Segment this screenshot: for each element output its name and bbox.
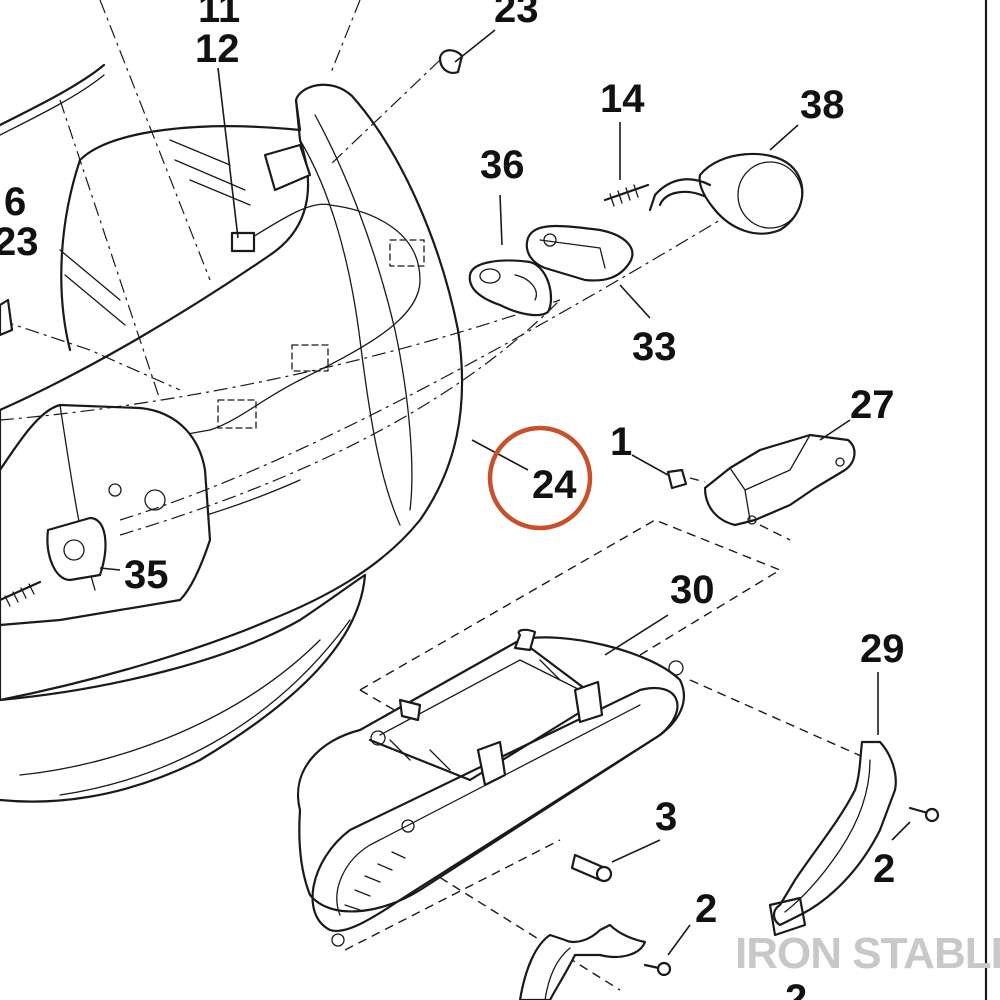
fairing-slot: [217, 399, 257, 429]
assembly-line: [99, 0, 211, 281]
leader-23: [454, 29, 496, 63]
callout-2-right: 2: [873, 847, 895, 891]
callout-27: 27: [850, 383, 895, 427]
screw-1: [666, 468, 706, 490]
leader-35: [99, 567, 121, 571]
trim-bottom: [518, 923, 672, 1000]
assembly-line: [119, 219, 721, 521]
leader-2a: [667, 924, 691, 956]
headlamp-30: [297, 628, 685, 947]
leader-33: [619, 284, 651, 319]
callout-3: 3: [655, 795, 677, 839]
trim-29: [768, 740, 940, 937]
assembly-line: [0, 299, 561, 421]
pin-23: [438, 49, 464, 74]
callout-24: 24: [532, 463, 577, 507]
screw-3: [570, 853, 613, 883]
assembly-line: [759, 524, 791, 541]
callout-12: 12: [195, 27, 240, 71]
callout-6: 6: [4, 180, 26, 224]
callout-23-left: 23: [0, 220, 39, 264]
inset-detail: [0, 403, 212, 627]
callout-30: 30: [670, 568, 715, 612]
callout-14: 14: [600, 77, 645, 121]
bracket-27: [703, 433, 856, 541]
leader-1: [631, 454, 669, 476]
assembly-line: [329, 0, 361, 76]
assembly-line: [689, 679, 871, 761]
leader-12: [217, 67, 239, 239]
callout-33: 33: [632, 325, 677, 369]
watermark-text: IRON STABLE: [735, 929, 1000, 978]
assembly-line: [359, 519, 782, 691]
callout-29: 29: [860, 627, 905, 671]
fairing-slot: [291, 344, 329, 372]
assembly-line: [119, 299, 561, 536]
callout-2-bottom: 2: [695, 887, 717, 931]
callout-36: 36: [480, 143, 525, 187]
connector-12: [230, 231, 256, 253]
callout-35: 35: [124, 553, 169, 597]
leader-38: [769, 124, 799, 151]
turn-signal-assembly: [468, 152, 804, 317]
callout-2-corner: 2: [785, 977, 807, 1000]
leader-2b: [891, 821, 911, 841]
callout-11: 11: [198, 0, 240, 31]
assembly-line: [689, 477, 706, 483]
leader-30: [604, 614, 669, 656]
leader-3: [611, 839, 661, 863]
assembly-line: [344, 839, 561, 951]
assembly-line: [359, 689, 481, 761]
leader-24: [471, 439, 529, 471]
assembly-line: [59, 99, 161, 401]
callout-38: 38: [800, 83, 845, 127]
leader-36: [499, 194, 503, 246]
clip-23: [0, 298, 14, 337]
leader-27: [819, 419, 851, 441]
callout-1: 1: [610, 420, 632, 464]
callout-23-top: 23: [494, 0, 539, 31]
highlight-circle: [487, 425, 593, 531]
assembly-line: [0, 319, 181, 391]
